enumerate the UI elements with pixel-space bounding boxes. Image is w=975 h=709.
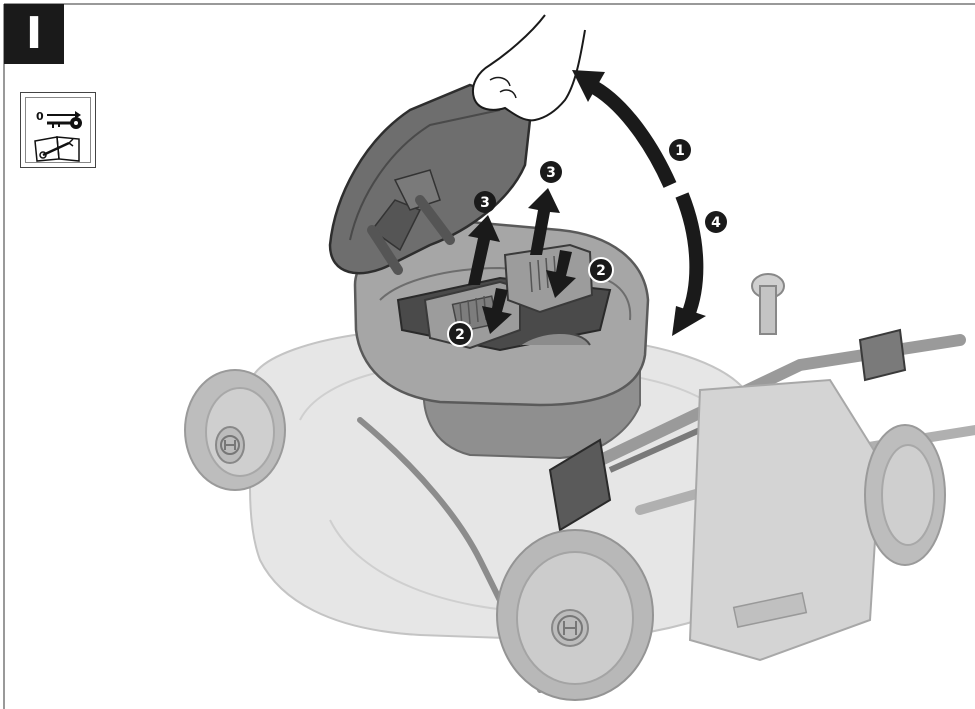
arrow-remove-battery-right [528,188,560,255]
wheel-right-rear [864,424,946,566]
callout-3-left: 3 [474,191,496,213]
key-removed-icon [47,111,82,129]
svg-text:1: 1 [675,143,685,159]
arrow-press-latch-left [482,288,512,334]
bosch-logo-icon [557,615,583,641]
hand-illustration [472,14,586,122]
compartment-lid [328,83,532,275]
manual-wrench-icon [34,136,80,162]
arrow-press-latch-right [546,250,576,298]
arrow-close-lid [675,192,704,318]
grass-box [688,378,882,662]
height-adjust-knob [751,273,785,335]
callout-1: 1 [669,139,691,161]
arrow-open-lid [586,78,677,188]
svg-text:4: 4 [711,215,721,231]
motion-arrows [468,70,706,336]
svg-text:3: 3 [480,195,490,211]
arrow-remove-battery-left [468,215,500,285]
callout-2-left: 2 [447,321,473,347]
wheel-left [184,369,286,491]
step-label: I [4,4,64,64]
safety-instruction-box: 0 [20,92,96,168]
svg-text:2: 2 [596,263,606,279]
callout-4: 4 [705,211,727,233]
zero-label: 0 [36,110,44,123]
lawn-mower-illustration [184,14,975,701]
svg-text:2: 2 [455,327,465,343]
callout-2-right: 2 [588,257,614,283]
bosch-logo-icon [220,435,240,455]
battery-pack-right [503,243,594,314]
svg-text:3: 3 [546,165,556,181]
callout-3-right: 3 [540,161,562,183]
wheel-front [496,529,654,701]
